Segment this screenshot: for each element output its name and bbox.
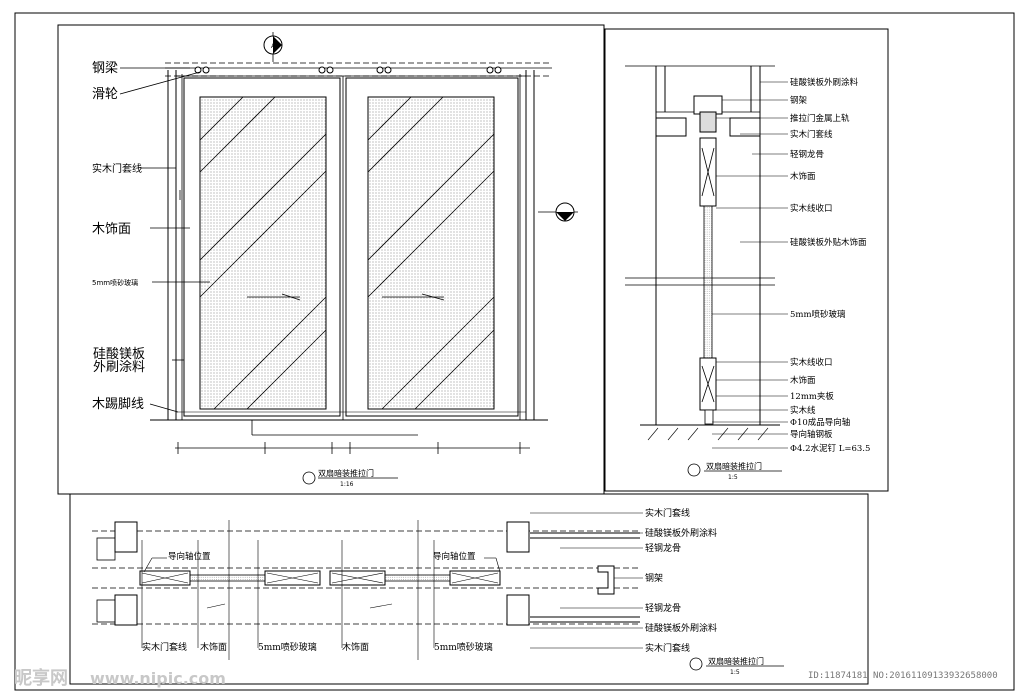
glass-hatch (199, 96, 495, 410)
plan-guide-right: 导向轴位置 (433, 551, 476, 562)
section-scale: 1:5 (728, 474, 738, 481)
watermark-url: www.nipic.com (90, 669, 226, 688)
watermark-id: ID:11874181 NO:20161109133932658000 (808, 671, 998, 681)
glass-panel-right (367, 96, 495, 410)
plan-scale: 1:5 (730, 669, 740, 676)
door-leaf-right (345, 77, 519, 417)
svg-text:A: A (271, 43, 276, 50)
sheet-border (14, 12, 1015, 691)
plan-right-label: 硅酸镁板外刷涂料 (645, 622, 717, 634)
section-view: 硅酸镁板外刷涂料 钢架 推拉门金属上轨 实木门套线 轻钢龙骨 木饰面 实木线收口… (604, 28, 889, 492)
section-label: 钢架 (790, 95, 808, 106)
elevation-title: 双扇暗装推拉门 (318, 468, 374, 478)
section-label: 木饰面 (790, 171, 816, 182)
section-label: 实木线 (790, 405, 816, 416)
track-icon (693, 95, 723, 115)
plan-title: 双扇暗装推拉门 (708, 656, 764, 666)
label-beam: 钢梁 (92, 61, 118, 76)
section-label: 硅酸镁板外刷涂料 (790, 77, 859, 88)
watermark: 昵享网 www.nipic.com ID:11874181 NO:2016110… (14, 667, 998, 689)
title-circle-icon (302, 471, 316, 485)
door-leaf-left (183, 77, 341, 417)
watermark-logo: 昵享网 (14, 667, 68, 689)
section-label: 硅酸镁板外贴木饰面 (790, 237, 867, 248)
section-label: 实木线收口 (790, 357, 833, 368)
plan-frame (69, 493, 869, 685)
plan-right-label: 钢架 (645, 572, 663, 584)
section-label: Φ4.2水泥钉 L=63.5 (790, 443, 870, 454)
plan-right-label: 实木门套线 (645, 507, 690, 519)
label-glass: 5mm喷砂玻璃 (92, 278, 138, 287)
title-circle-icon (689, 657, 703, 671)
label-pulley: 滑轮 (92, 87, 118, 102)
plan-bottom-label: 实木门套线 (142, 641, 187, 653)
plan-bottom-label: 5mm喷砂玻璃 (258, 641, 317, 653)
section-label: 5mm喷砂玻璃 (790, 309, 846, 320)
plan-view: 导向轴位置 导向轴位置 实木门套线 硅酸镁板外刷涂料 轻钢龙骨 钢架 轻钢龙骨 … (69, 493, 869, 685)
section-label: Φ10成品导向轴 (790, 417, 850, 428)
label-board-line1: 硅酸镁板 (93, 347, 145, 362)
elevation-frame (57, 24, 605, 495)
section-title: 双扇暗装推拉门 (706, 461, 762, 471)
title-circle-icon (687, 463, 701, 477)
plan-bottom-label: 木饰面 (342, 641, 369, 653)
label-frame: 实木门套线 (92, 162, 142, 175)
elevation-scale: 1:16 (340, 481, 354, 488)
plan-right-label: 实木门套线 (645, 642, 690, 654)
plan-right-label: 硅酸镁板外刷涂料 (645, 527, 717, 539)
section-label: 实木线收口 (790, 203, 833, 214)
label-wood-face: 木饰面 (92, 222, 131, 237)
section-label: 12mm夹板 (790, 391, 834, 402)
section-label: 导向轴钢板 (790, 429, 833, 440)
section-label: 实木门套线 (790, 129, 833, 140)
section-label: 轻钢龙骨 (790, 149, 824, 160)
section-label: 推拉门金属上轨 (790, 113, 850, 124)
plan-right-label: 轻钢龙骨 (645, 542, 681, 554)
section-label: 木饰面 (790, 375, 816, 386)
plan-bottom-label: 5mm喷砂玻璃 (434, 641, 493, 653)
section-frame (604, 28, 889, 492)
steel-channel-icon (597, 565, 615, 595)
elevation-view: A (57, 24, 605, 495)
label-board-line2: 外刷涂料 (93, 359, 145, 375)
label-skirting: 木踢脚线 (92, 396, 144, 412)
plan-guide-left: 导向轴位置 (168, 551, 211, 562)
pulley-icon (194, 66, 502, 74)
plan-bottom-label: 木饰面 (200, 641, 227, 653)
glass-panel-left (199, 96, 327, 410)
plan-right-label: 轻钢龙骨 (645, 602, 681, 614)
